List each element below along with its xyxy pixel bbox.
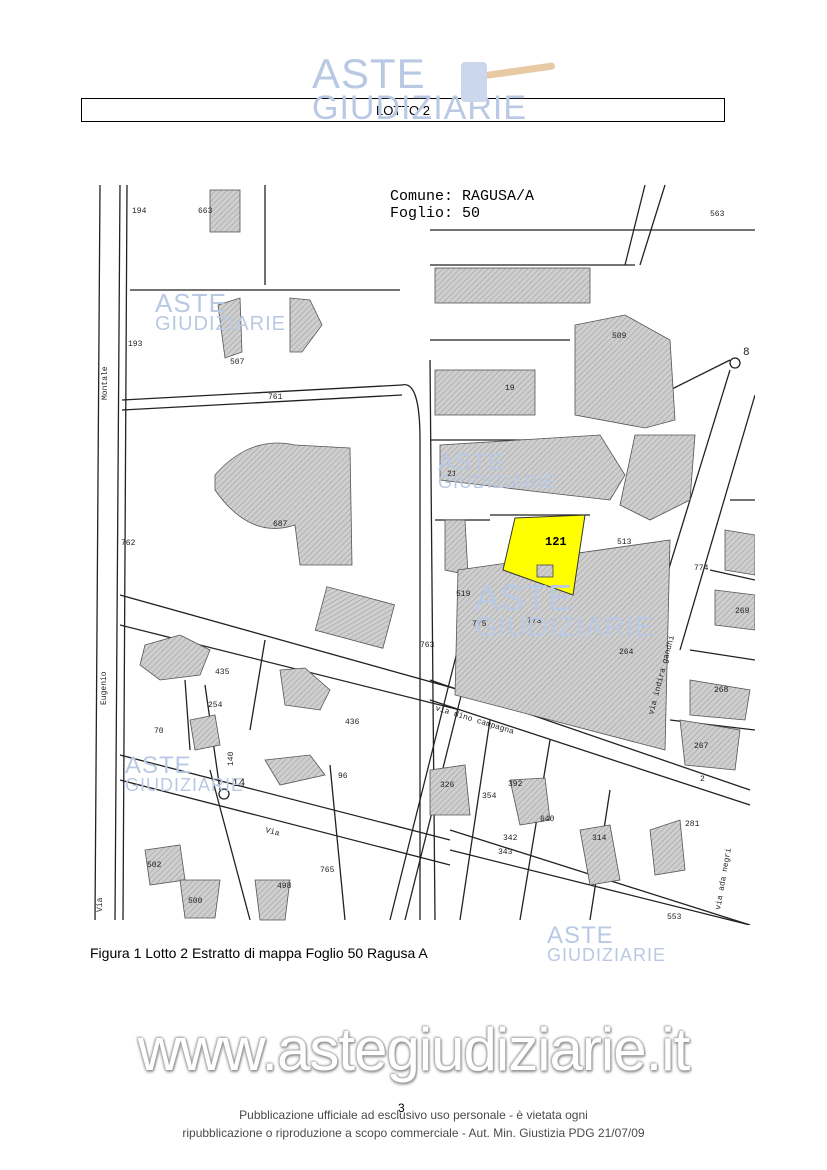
road-lines — [94, 184, 755, 925]
lotto-label: LOTTO 2 — [376, 102, 430, 118]
parcel-label: 2 — [700, 775, 705, 784]
parcel-label: 264 — [619, 648, 634, 657]
parcel-label: 498 — [277, 882, 292, 891]
parcel-label: 96 — [338, 772, 348, 781]
map-comune: Comune: RAGUSA/A — [390, 188, 534, 205]
parcel-label: 19 — [505, 384, 515, 393]
survey-point-14 — [218, 788, 230, 800]
parcel-label: 663 — [198, 207, 213, 216]
parcel-label: 687 — [273, 520, 288, 529]
parcel-label: 342 — [503, 834, 518, 843]
parcel-label: 762 — [121, 539, 136, 548]
aste-watermark-caption: ASTE GIUDIZIARIE — [547, 922, 667, 965]
watermark-line2: GIUDIZIARIE — [125, 774, 245, 795]
watermark-line1: ASTE — [547, 922, 614, 949]
parcel-label: 269 — [735, 607, 750, 616]
parcel-label: 765 — [320, 866, 335, 875]
parcel-label: 775 — [472, 620, 487, 629]
gavel-icon — [461, 62, 555, 102]
watermark-line1: ASTE — [155, 288, 227, 318]
site-watermark: www.astegiudiziarie.it — [137, 1016, 691, 1083]
watermark-line1: ASTE — [475, 577, 574, 618]
map-foglio: Foglio: 50 — [390, 205, 480, 222]
aste-watermark-map1: ASTE GIUDIZIARIE — [155, 288, 287, 336]
watermark-line2: GIUDIZIARIE — [312, 88, 528, 127]
parcel-labels: 194 663 563 193 507 509 8 19 761 21 687 … — [121, 207, 750, 922]
figure-caption: Figura 1 Lotto 2 Estratto di mappa Fogli… — [90, 945, 428, 961]
parcel-label: 354 — [482, 792, 497, 801]
parcel-label: 761 — [268, 393, 283, 402]
parcel-label: 343 — [498, 848, 513, 857]
watermark-line1: ASTE — [312, 50, 426, 97]
parcel-label: 763 — [420, 641, 435, 650]
survey-point-8 — [729, 357, 741, 369]
parcel-label: 502 — [147, 861, 162, 870]
footer-line1: Pubblicazione ufficiale ad esclusivo uso… — [239, 1108, 588, 1122]
parcel-label: 8 — [743, 347, 750, 359]
watermark-line2: GIUDIZIARIE — [475, 611, 655, 643]
parcel-label: 500 — [188, 897, 203, 906]
lotto-header-box: LOTTO 2 — [81, 98, 725, 122]
parcel-label: 326 — [440, 781, 455, 790]
parcel-label: 435 — [215, 668, 230, 677]
parcel-label: 281 — [685, 820, 700, 829]
parcel-label: 267 — [694, 742, 709, 751]
cadastral-map: Comune: RAGUSA/A Foglio: 50 194 663 563 … — [94, 184, 755, 925]
parcel-label: 774 — [694, 564, 709, 573]
parcel-label: 773 — [527, 617, 542, 626]
watermark-line2: GIUDIZIARIE — [155, 313, 287, 336]
parcel-label: 392 — [508, 780, 523, 789]
parcel-121-label: 121 — [545, 535, 567, 549]
parcel-label: 193 — [128, 340, 143, 349]
publication-footer: Pubblicazione ufficiale ad esclusivo uso… — [0, 1106, 827, 1142]
parcel-label: 314 — [592, 834, 607, 843]
page-number: 3 — [398, 1101, 405, 1115]
parcel-label: 519 — [456, 590, 471, 599]
parcel-label: 194 — [132, 207, 147, 216]
parcel-label: 563 — [710, 210, 725, 219]
aste-watermark-map2: ASTE GIUDIZIARIE — [438, 449, 558, 492]
parcel-label: 254 — [208, 701, 223, 710]
parcel-372-building — [536, 564, 554, 578]
parcel-121-highlight — [502, 514, 586, 596]
parcel-label: 268 — [714, 686, 729, 695]
aste-watermark-top: ASTE GIUDIZIARIE — [312, 50, 528, 127]
street-label: Montale — [101, 366, 110, 400]
street-label: Eugenio — [100, 671, 109, 705]
parcel-label: 513 — [617, 538, 632, 547]
aste-watermark-map3: ASTE GIUDIZIARIE — [475, 577, 655, 643]
parcel-label: 509 — [612, 332, 627, 341]
parcel-label: 70 — [154, 727, 164, 736]
parcel-label: 140 — [227, 751, 236, 766]
parcel-label: 640 — [540, 815, 555, 824]
parcel-label: 507 — [230, 358, 245, 367]
street-label: via ada negri — [714, 847, 734, 910]
footer-line2: ripubblicazione o riproduzione a scopo c… — [182, 1126, 645, 1140]
watermark-line1: ASTE — [125, 752, 192, 779]
watermark-line2: GIUDIZIARIE — [547, 944, 667, 965]
parcel-label: 21 — [447, 470, 457, 479]
aste-watermark-map4: ASTE GIUDIZIARIE — [125, 752, 245, 795]
street-label: via dino campagna — [434, 704, 515, 737]
watermark-line2: GIUDIZIARIE — [438, 471, 558, 492]
watermark-line1: ASTE — [438, 449, 505, 476]
street-label: Via — [264, 826, 280, 838]
parcel-label: 553 — [667, 913, 682, 922]
parcel-label: 14 — [232, 778, 246, 790]
street-label: Via — [96, 897, 105, 912]
buildings — [139, 189, 755, 921]
parcel-label: 436 — [345, 718, 360, 727]
